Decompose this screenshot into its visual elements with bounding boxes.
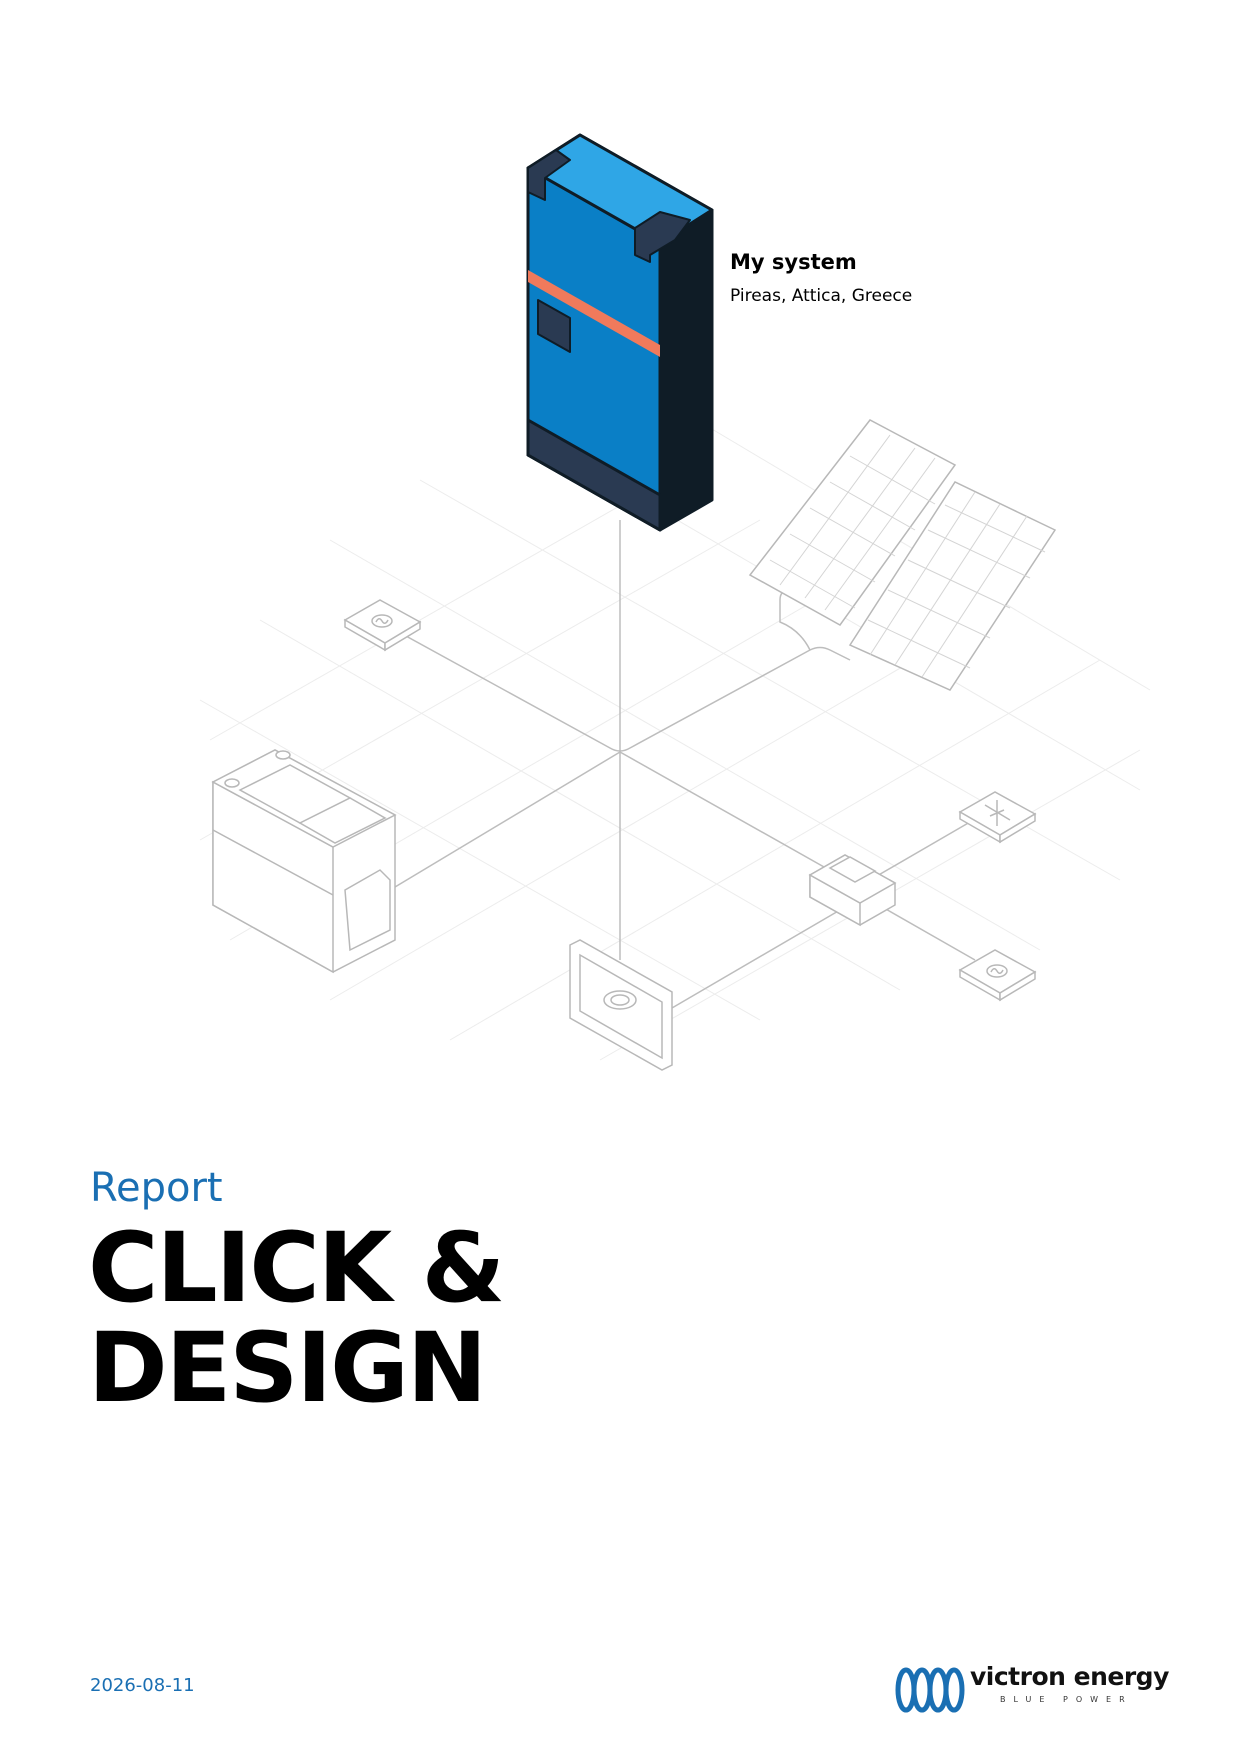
- page-title: CLICK & DESIGN: [88, 1212, 505, 1424]
- victron-logo: victron energy BLUE POWER: [890, 1660, 1169, 1720]
- report-label: Report: [90, 1165, 223, 1211]
- logo-tagline: BLUE POWER: [1000, 1695, 1133, 1704]
- energy-meter-illustration: [808, 854, 897, 927]
- title-line-1: CLICK &: [88, 1212, 505, 1324]
- system-diagram: [199, 133, 1151, 1071]
- system-location: Pireas, Attica, Greece: [730, 286, 913, 306]
- solar-panels-illustration: [748, 419, 1057, 691]
- system-info: My system Pireas, Attica, Greece: [730, 250, 912, 306]
- victron-swirl-icon: [895, 1667, 965, 1713]
- generator-icon: [958, 791, 1037, 844]
- inverter-illustration: [526, 133, 714, 532]
- system-name: My system: [730, 250, 857, 274]
- battery-illustration: [211, 749, 397, 974]
- logo-name: victron energy: [970, 1662, 1169, 1691]
- ac-input-icon: [343, 599, 422, 652]
- title-line-2: DESIGN: [88, 1312, 487, 1424]
- report-date: 2026-08-11: [90, 1675, 195, 1696]
- ac-output-icon: [958, 949, 1037, 1002]
- display-illustration: [569, 939, 673, 1071]
